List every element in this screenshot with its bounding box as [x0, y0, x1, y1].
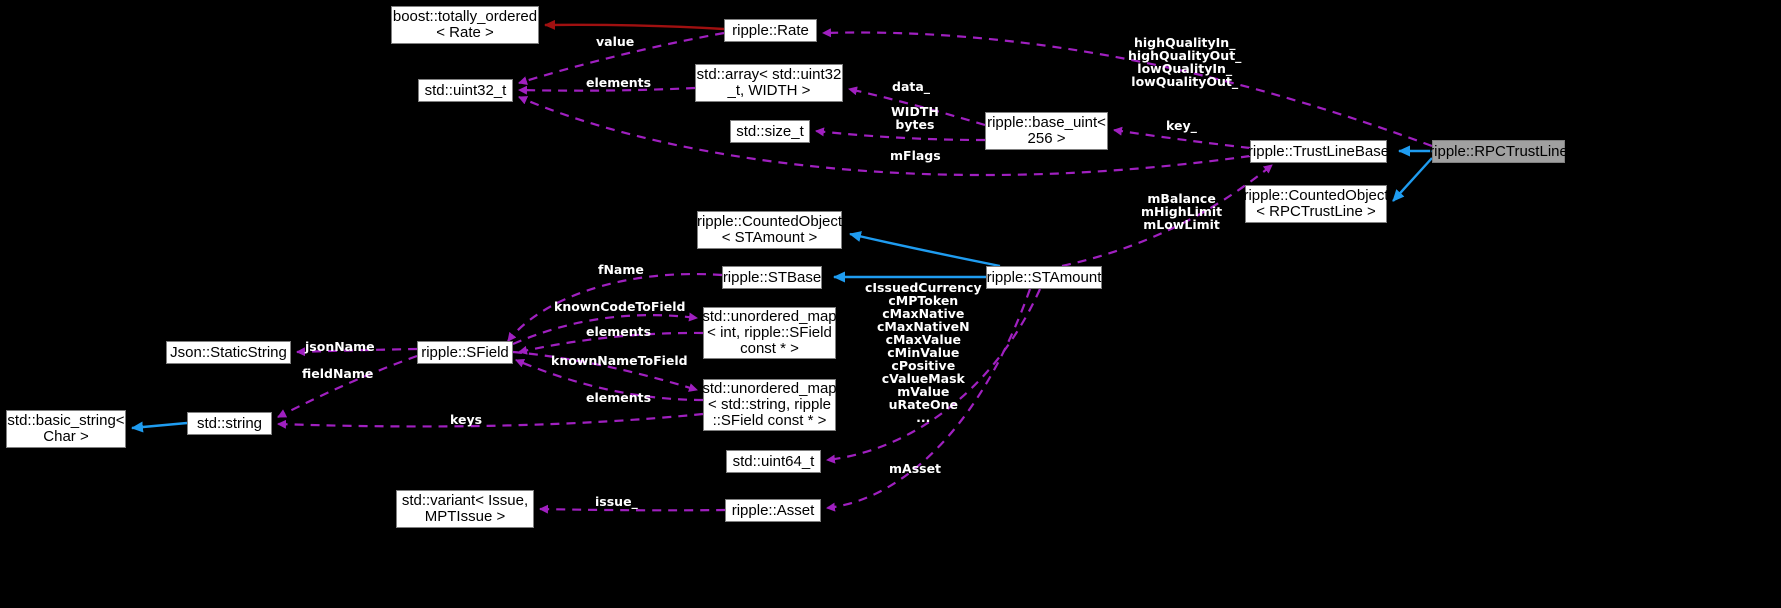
edge-label-mflags: mFlags: [890, 148, 941, 163]
edge-label-fname: fName: [598, 262, 644, 277]
node-ripple-rpctrustline[interactable]: ripple::RPCTrustLine: [1429, 140, 1568, 163]
node-std-unordered-map-int[interactable]: std::unordered_map < int, ripple::SField…: [702, 307, 837, 359]
edge-sfield-to-strmap: [512, 350, 698, 392]
node-ripple-base-uint[interactable]: ripple::base_uint< 256 >: [985, 112, 1108, 150]
edge-sfield-to-intmap: [512, 312, 698, 346]
node-ripple-trustlinebase[interactable]: ripple::TrustLineBase: [1248, 140, 1389, 163]
edge-rpctrustline-to-rate: [822, 28, 1433, 148]
edge-trustlinebase-to-uint32: [518, 95, 1251, 177]
edge-baseuint-to-array: [848, 86, 986, 127]
node-ripple-rate[interactable]: ripple::Rate: [724, 19, 817, 42]
edge-label-issue-: issue_: [595, 494, 638, 509]
edge-label-masset: mAsset: [889, 461, 942, 476]
node-std-basic-string[interactable]: std::basic_string< Char >: [6, 410, 126, 448]
node-ripple-sfield[interactable]: ripple::SField: [417, 341, 513, 364]
edge-label-value: value: [596, 34, 635, 49]
node-std-unordered-map-str[interactable]: std::unordered_map < std::string, ripple…: [702, 379, 837, 431]
node-ripple-countedobj-sta[interactable]: ripple::CountedObject < STAmount >: [697, 211, 842, 249]
edge-label-knowncodetofield: knownCodeToField: [554, 299, 686, 314]
edge-stbase-to-sfield: [507, 273, 723, 342]
node-std-uint32-t[interactable]: std::uint32_t: [418, 79, 513, 102]
edge-label-elements-int-map: elements: [586, 324, 652, 339]
edge-label-fieldname: fieldName: [302, 366, 374, 381]
node-ripple-stamount[interactable]: ripple::STAmount: [986, 266, 1102, 289]
edge-stamount-to-counted: [849, 231, 1001, 268]
edge-array-to-uint32: [518, 85, 696, 95]
edge-label-stamount-consts: cIssuedCurrency cMPToken cMaxNative cMax…: [865, 280, 982, 425]
edge-stamount-to-trustlinebase: [1061, 164, 1273, 268]
edge-baseuint-to-sizet: [815, 127, 986, 142]
edge-sfield-to-string: [277, 354, 418, 418]
node-std-uint64-t[interactable]: std::uint64_t: [726, 450, 821, 473]
edge-strmap-to-string: [277, 412, 704, 429]
node-ripple-asset[interactable]: ripple::Asset: [725, 499, 821, 522]
edge-label-balance-limits: mBalance mHighLimit mLowLimit: [1141, 191, 1223, 232]
edge-label-key-: key_: [1166, 118, 1197, 133]
node-ripple-countedobj-rpc[interactable]: ripple::CountedObject < RPCTrustLine >: [1243, 185, 1389, 223]
node-std-variant[interactable]: std::variant< Issue, MPTIssue >: [396, 490, 534, 528]
edge-intmap-to-sfield: [518, 331, 704, 355]
edge-trustlinebase-to-baseuint: [1113, 126, 1251, 150]
edge-strmap-to-sfield: [515, 358, 704, 402]
edge-string-to-basicstring: [131, 421, 188, 433]
node-boost-totally-ordered[interactable]: boost::totally_ordered < Rate >: [391, 6, 539, 44]
edge-label-elements-str-map: elements: [586, 390, 652, 405]
edge-label-jsonname: jsonName: [305, 339, 375, 354]
edge-label-data-: data_: [892, 79, 931, 94]
edge-label-quality-fields: highQualityIn_ highQualityOut_ lowQualit…: [1128, 35, 1242, 89]
node-std-size-t[interactable]: std::size_t: [730, 120, 810, 143]
edge-stamount-to-asset: [826, 288, 1032, 512]
node-std-string[interactable]: std::string: [187, 412, 272, 435]
edge-rpctrustline-to-counted: [1392, 157, 1433, 202]
node-json-staticstring[interactable]: Json::StaticString: [166, 341, 291, 364]
edge-label-keys: keys: [450, 412, 483, 427]
edge-label-knownnametofield: knownNameToField: [551, 353, 688, 368]
edge-paths: [131, 19, 1433, 514]
edge-rate-to-totally-ordered: [544, 19, 725, 31]
node-std-array[interactable]: std::array< std::uint32 _t, WIDTH >: [695, 64, 843, 102]
edge-label-elements-uint32: elements: [586, 75, 652, 90]
edge-label-width-bytes: WIDTH bytes: [891, 104, 939, 132]
node-ripple-stbase[interactable]: ripple::STBase: [722, 266, 822, 289]
edge-asset-to-variant: [539, 504, 726, 514]
